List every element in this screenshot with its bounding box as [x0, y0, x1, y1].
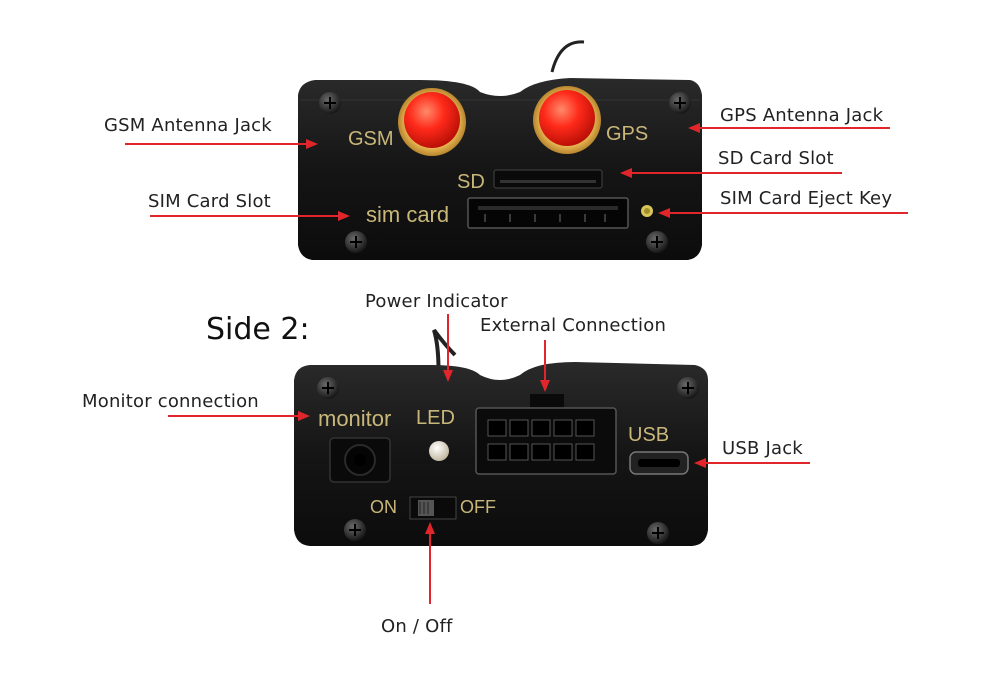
label-on-off: On / Off [381, 616, 453, 637]
screw [647, 522, 669, 544]
label-sd-card-slot: SD Card Slot [718, 148, 834, 169]
gsm-antenna-jack [398, 88, 466, 156]
label-monitor-connection: Monitor connection [82, 391, 259, 412]
callout-arrows [125, 123, 908, 604]
on-off-switch [409, 496, 457, 520]
usb-port [629, 451, 689, 475]
label-gps-antenna-jack: GPS Antenna Jack [720, 105, 884, 126]
screw [345, 231, 367, 253]
power-indicator-led [429, 441, 449, 461]
external-connector [475, 394, 617, 475]
device-side-1: GSM GPS SD sim card [298, 40, 702, 260]
arrow-gsm [125, 139, 318, 149]
off-print: OFF [460, 497, 496, 517]
arrow-power-indicator [443, 314, 453, 382]
screw [677, 377, 699, 399]
label-sim-card-slot: SIM Card Slot [148, 191, 271, 212]
label-gsm-antenna-jack: GSM Antenna Jack [104, 115, 272, 136]
arrow-on-off [425, 522, 435, 604]
label-external-connection: External Connection [480, 315, 667, 336]
screw [344, 519, 366, 541]
arrow-sim-eject [658, 208, 908, 218]
sd-card-slot [493, 169, 603, 189]
gsm-print: GSM [348, 128, 394, 150]
screw [319, 92, 341, 114]
arrow-sd [620, 168, 842, 178]
monitor-jack [329, 437, 391, 483]
sim-eject-key [641, 205, 653, 217]
led-print: LED [416, 407, 455, 429]
sim-card-slot [467, 197, 629, 229]
sd-print: SD [457, 171, 485, 193]
on-print: ON [370, 497, 397, 517]
sim-card-print: sim card [366, 202, 449, 227]
gps-antenna-jack [533, 86, 601, 154]
device-side-2: monitor LED USB ON OFF [294, 328, 708, 546]
screw [317, 377, 339, 399]
arrow-external-connection [540, 340, 550, 392]
monitor-print: monitor [318, 406, 391, 431]
side-2-title: Side 2: [206, 312, 310, 347]
usb-print: USB [628, 424, 669, 446]
gps-print: GPS [606, 123, 648, 145]
antenna-wire [550, 40, 585, 73]
label-usb-jack: USB Jack [722, 438, 803, 459]
arrow-usb [694, 458, 810, 468]
label-sim-card-eject-key: SIM Card Eject Key [720, 188, 893, 209]
label-power-indicator: Power Indicator [365, 291, 508, 312]
screw [646, 231, 668, 253]
arrow-gps [688, 123, 890, 133]
screw [669, 92, 691, 114]
arrow-sim-slot [150, 211, 350, 221]
arrow-monitor [168, 411, 310, 421]
